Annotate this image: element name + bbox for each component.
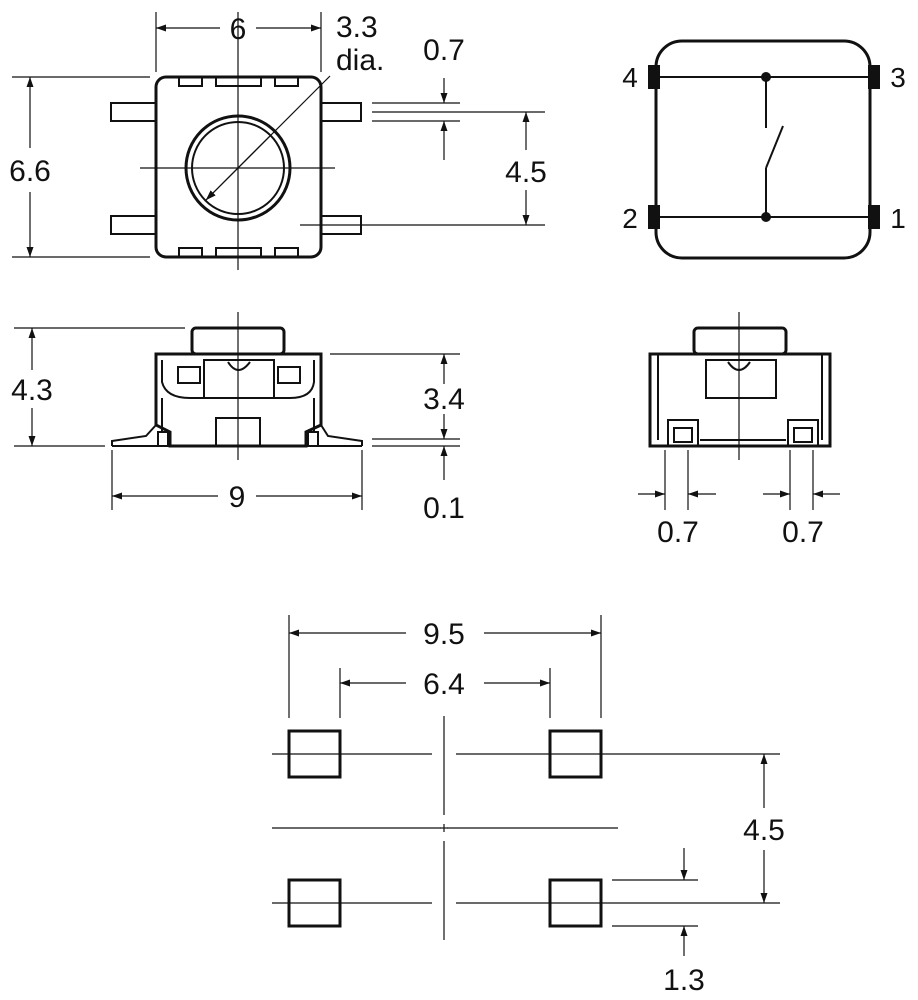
foot <box>307 431 319 447</box>
dim-lead-thickness-label: 0.1 <box>423 492 465 525</box>
pin-right-upper <box>320 102 362 122</box>
pin-label-4: 4 <box>622 62 638 93</box>
pin-label-3: 3 <box>890 62 906 93</box>
dim-pad-height-label: 1.3 <box>663 964 705 997</box>
dim-inner-span-label: 6.4 <box>423 668 465 701</box>
pin-left-upper <box>110 102 157 122</box>
dim-pin-spacing-label: 4.5 <box>505 156 547 189</box>
side-notch <box>177 366 201 384</box>
terminal-1 <box>868 205 880 229</box>
lead-right <box>320 424 363 446</box>
dim-pad-pitch-label: 4.5 <box>743 814 785 847</box>
side-view: 4.3 3.4 0.1 9 <box>11 312 465 525</box>
switch-contact <box>765 125 784 169</box>
bottom-tab <box>178 247 203 258</box>
bottom-tab <box>274 247 299 258</box>
dim-button-diameter-label: 3.3 <box>336 11 378 44</box>
terminal-left-inner <box>673 427 693 443</box>
dim-width-label: 6 <box>230 13 247 46</box>
terminal-3 <box>868 65 880 89</box>
diameter-arrow <box>205 135 271 201</box>
pcb-footprint: 9.5 6.4 4.5 1.3 <box>272 615 785 997</box>
dim-pin-width-label: 0.7 <box>423 34 465 67</box>
pin-label-2: 2 <box>622 203 638 234</box>
end-view: 0.7 0.7 <box>638 312 840 549</box>
terminal-4 <box>648 65 660 89</box>
dim-left-lead-label: 0.7 <box>657 516 699 549</box>
terminal-right <box>787 419 819 447</box>
dim-right-lead-label: 0.7 <box>782 516 824 549</box>
plunger-dome <box>227 361 251 371</box>
pin-label-1: 1 <box>890 203 906 234</box>
side-notch <box>277 366 301 384</box>
dim-button-diameter-unit: dia. <box>336 44 384 77</box>
top-tab <box>178 76 203 87</box>
terminal-2 <box>648 205 660 229</box>
button-cap <box>692 326 788 356</box>
dim-length-label: 9 <box>229 481 246 514</box>
top-view: 6 3.3 dia. 6.6 0.7 4.5 <box>9 11 547 270</box>
top-tab <box>274 76 299 87</box>
lead-left <box>111 424 157 446</box>
dim-body-height-label: 3.4 <box>423 383 465 416</box>
end-body-outline <box>648 352 832 448</box>
schematic-outline <box>654 39 872 260</box>
dim-total-height-label: 4.3 <box>11 374 53 407</box>
actuator <box>705 359 777 399</box>
terminal-right-inner <box>793 427 813 443</box>
dim-outer-span-label: 9.5 <box>423 618 465 651</box>
actuator <box>203 359 275 399</box>
dim-height-label: 6.6 <box>9 155 51 188</box>
pin-left-lower <box>110 215 157 235</box>
foot <box>157 431 169 447</box>
schematic: 4 3 2 1 <box>622 39 906 260</box>
terminal-left <box>667 419 699 447</box>
